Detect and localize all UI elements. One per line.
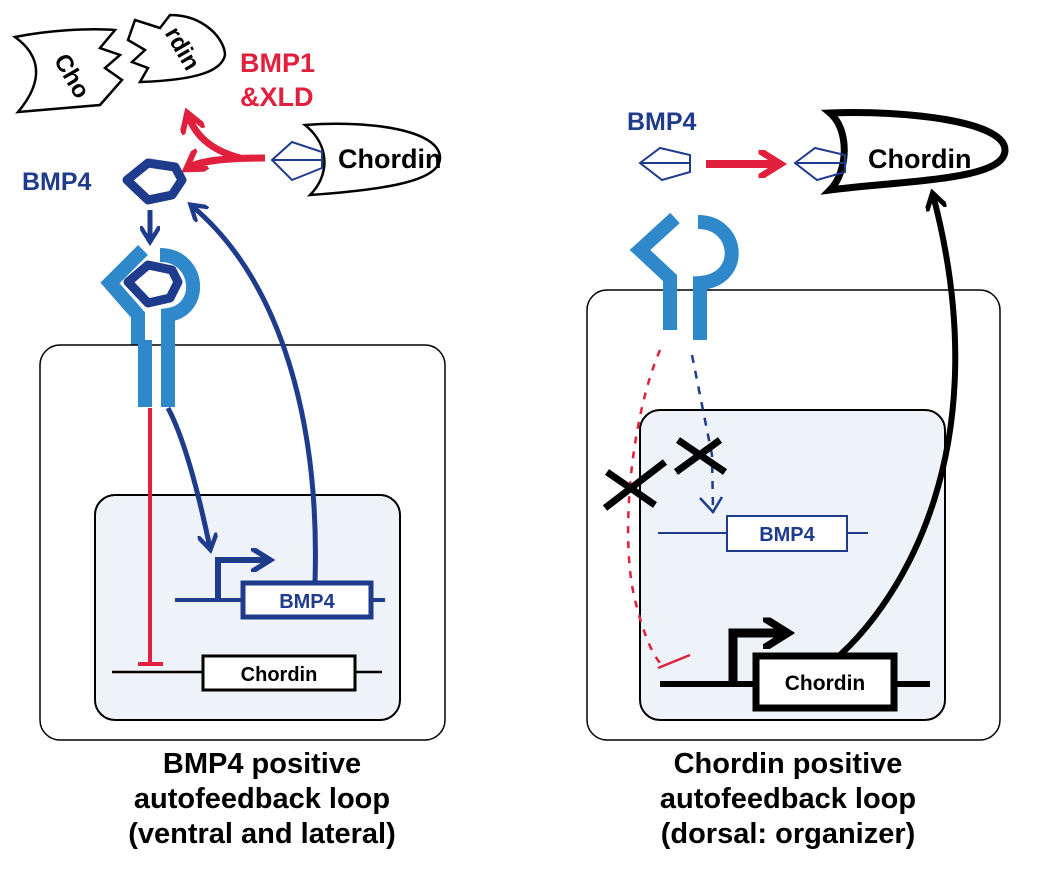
gene-box-bmp4 (726, 515, 848, 552)
gene-label-chordin: Chordin (785, 672, 865, 695)
cleaved-chordin-fragment-rdin: rdin (126, 13, 227, 84)
promoter-arrow (215, 560, 268, 600)
caption-line: autofeedback loop (134, 783, 390, 815)
gene-label-bmp4: BMP4 (759, 524, 815, 546)
receptor-transmembrane (663, 285, 677, 330)
complex-label-chordin: Chordin (338, 144, 441, 174)
caption-right: Chordin positive autofeedback loop (dors… (660, 748, 916, 850)
blocked-inhibition-line (626, 349, 666, 669)
blocked-activation-line (690, 354, 715, 511)
right-panel: BMP4 Chordin BMP4 Chordin (586, 108, 1009, 850)
secretion-arrow (192, 206, 318, 583)
receptor-transmembrane (161, 340, 175, 407)
caption-line: (dorsal: organizer) (661, 818, 916, 850)
chordin-bmp4-complex: Chordin (270, 122, 441, 197)
chordin-bmp4-complex: Chordin (793, 109, 1009, 195)
receptor-transmembrane (693, 285, 707, 340)
cleaved-chordin-fragment-cho: Cho (11, 28, 124, 114)
ligand-label-bmp4: BMP4 (627, 108, 697, 136)
gene-label-chordin: Chordin (241, 664, 318, 686)
nucleus (639, 409, 946, 721)
activation-arrow (165, 406, 210, 548)
promoter-arrow (728, 633, 785, 684)
secretion-arrow (837, 195, 959, 658)
gene-box-chordin (201, 654, 357, 692)
bmp4-ligand-icon (638, 146, 691, 182)
complex-label-chordin: Chordin (868, 144, 971, 174)
bound-bmp4-icon (123, 260, 183, 308)
cleavage-arrow (188, 115, 241, 162)
protease-label-xld: &XLD (240, 82, 314, 112)
receptor-transmembrane (138, 340, 152, 407)
bmp4-ligand-icon (122, 158, 187, 205)
gene-label-bmp4: BMP4 (279, 591, 335, 613)
gene-box-chordin (752, 652, 898, 712)
arrowhead (699, 496, 724, 515)
block-cross-icon (602, 459, 668, 511)
gene-box-bmp4 (240, 580, 374, 620)
bmp4-ligand-icon (793, 146, 846, 182)
inhibition-bar (657, 653, 691, 670)
caption-left: BMP4 positive autofeedback loop (ventral… (128, 748, 396, 850)
block-cross-icon (673, 437, 727, 475)
caption-line: BMP4 positive (163, 748, 361, 780)
caption-line: autofeedback loop (660, 783, 916, 815)
caption-line: (ventral and lateral) (128, 818, 396, 850)
protease-label-bmp1: BMP1 (240, 48, 315, 78)
ligand-label-bmp4: BMP4 (22, 168, 92, 196)
release-arrow (188, 158, 266, 168)
caption-line: Chordin positive (674, 748, 903, 780)
left-panel: Cho rdin BMP1 &XLD Chordin BMP4 (11, 13, 446, 850)
bmp4-ligand-icon (270, 140, 323, 182)
